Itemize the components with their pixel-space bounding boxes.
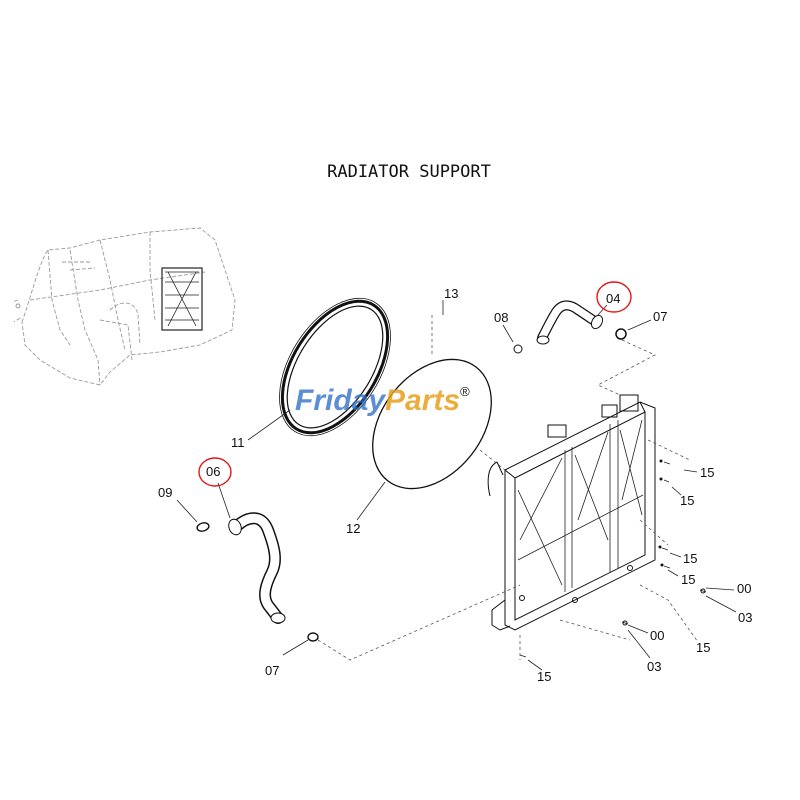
part-seal-ring [372,358,492,490]
watermark-registered: ® [460,384,470,399]
highlight-circle-04 [596,281,632,313]
watermark-logo: FridayParts® [295,384,470,417]
callout-15-c: 15 [683,551,697,566]
diagram-title: RADIATOR SUPPORT [327,162,491,182]
callout-00-b: 00 [650,628,664,643]
callout-09: 09 [158,485,172,500]
part-upper-hose [513,300,627,354]
part-radiator-frame [487,394,656,631]
highlight-circle-06 [198,457,232,487]
callout-15-f: 15 [537,669,551,684]
callout-03-a: 03 [738,610,752,625]
callout-07-upper: 07 [653,309,667,324]
callout-07-lower: 07 [265,663,279,678]
callout-04: 04 [606,291,620,306]
callout-03-b: 03 [647,659,661,674]
watermark-text-friday: Friday [295,384,386,417]
part-lower-hose [196,512,319,642]
leader-lines [176,300,737,671]
callout-08: 08 [494,310,508,325]
svg-text:FridayParts®: FridayParts® [295,384,470,417]
callout-06: 06 [206,464,220,479]
callout-00-a: 00 [737,581,751,596]
hardware-bolts [519,459,707,658]
part-shroud-ring [279,297,391,437]
callout-11: 11 [231,435,245,450]
callout-13: 13 [444,286,458,301]
callout-15-b: 15 [680,493,694,508]
highlight-marks [198,281,632,487]
callout-15-d: 15 [681,572,695,587]
watermark-text-parts: Parts [385,384,460,417]
machine-overview [11,227,236,386]
callout-labels: 13 04 08 07 11 12 06 09 07 15 15 15 15 0… [158,286,752,684]
callout-15-e: 15 [696,640,710,655]
callout-15-a: 15 [700,465,714,480]
callout-12: 12 [346,521,360,536]
